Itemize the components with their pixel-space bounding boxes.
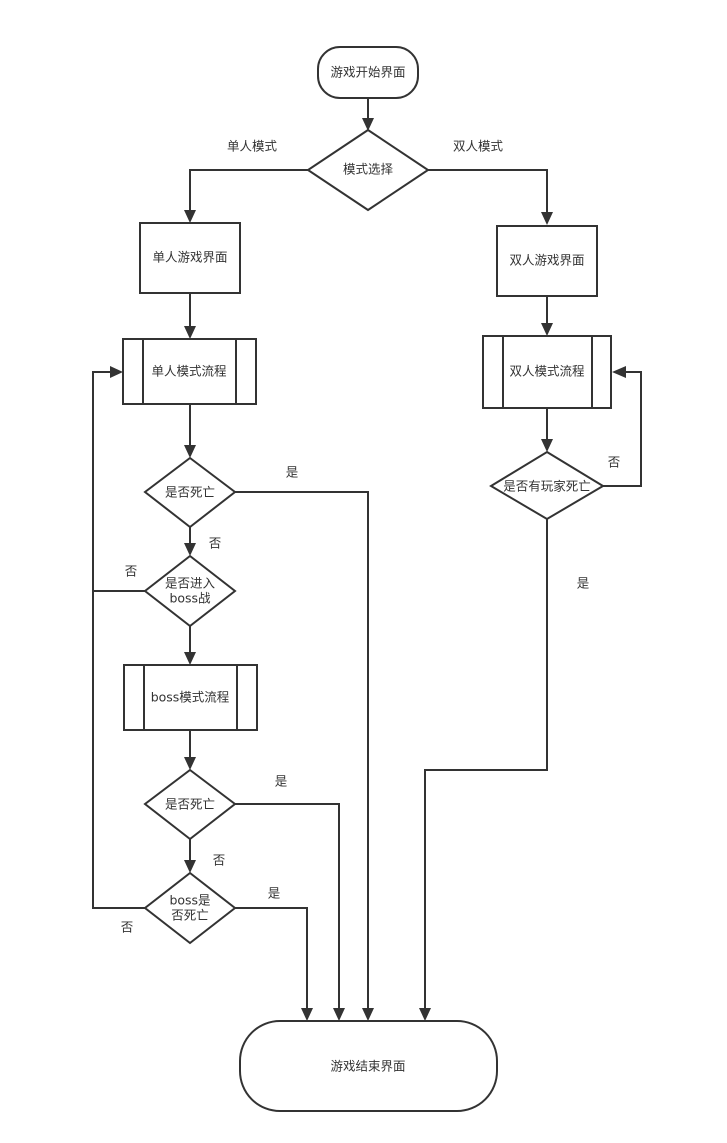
node-dead-check-1[interactable]: 是否死亡 [143,456,237,529]
arrowhead [541,212,553,225]
node-start[interactable]: 游戏开始界面 [317,46,419,99]
edge-labels: 单人模式 双人模式 是 否 否 是 否 是 否 否 是 [121,139,621,935]
node-label-line-1: boss是 [169,893,211,908]
node-label: 游戏开始界面 [330,65,405,80]
node-boss-flow[interactable]: boss模式流程 [123,664,258,731]
process-shape [496,225,598,297]
node-enter-boss[interactable]: 是否进入 boss战 [143,554,237,628]
node-label: boss模式流程 [151,690,230,705]
arrowhead [184,652,196,665]
node-boss-dead-check[interactable]: boss是 否死亡 [143,871,237,945]
predefined-process-shape [122,338,257,405]
arrowhead [419,1008,431,1021]
decision-shape [143,554,237,628]
edge-label-player-dead-yes: 是 [577,576,590,591]
node-label: 双人模式流程 [509,364,585,379]
node-label: 是否有玩家死亡 [503,479,591,494]
arrowhead [362,1008,374,1021]
edge-boss-dead-yes-to-end [235,907,308,1010]
edge-dead1-yes-to-end [235,491,369,1010]
node-dead-check-2[interactable]: 是否死亡 [143,768,237,841]
node-label: 单人模式流程 [151,364,227,379]
edge-label-dead2-yes: 是 [275,774,288,789]
arrowhead [541,439,553,452]
predefined-process-shape [123,664,258,731]
edge-label-double-mode: 双人模式 [453,139,504,154]
arrowhead [110,366,123,378]
arrowhead [184,543,196,556]
terminator-shape [239,1020,498,1112]
edge-enter-boss-no-loop [92,371,145,592]
decision-shape [143,768,237,841]
node-double-screen[interactable]: 双人游戏界面 [496,225,598,297]
edge-dead2-yes-to-end [235,803,340,1010]
edge-label-boss-dead-yes: 是 [268,886,281,901]
arrowhead [184,860,196,873]
node-label: 双人游戏界面 [509,253,584,268]
edge-label-single-mode: 单人模式 [227,139,278,154]
node-player-dead-check[interactable]: 是否有玩家死亡 [489,450,605,521]
edge-label-enter-boss-no: 否 [125,564,138,579]
arrowhead [612,366,626,378]
arrowhead [362,118,374,131]
node-label-line-1: 是否进入 [165,576,216,591]
edge-label-player-dead-no: 否 [608,455,621,470]
decision-shape [306,128,430,212]
node-label: 模式选择 [343,162,394,177]
node-double-flow[interactable]: 双人模式流程 [482,335,612,409]
edges [92,98,642,1021]
node-single-flow[interactable]: 单人模式流程 [122,338,257,405]
node-label: 是否死亡 [165,797,215,812]
edge-label-boss-dead-no: 否 [121,920,134,935]
process-shape [139,222,241,294]
edge-player-dead-yes-to-end [424,519,548,1010]
terminator-shape [317,46,419,99]
decision-shape [489,450,605,521]
edge-player-dead-no-loop [603,371,642,487]
node-label-line-2: boss战 [169,591,211,606]
node-label: 是否死亡 [165,485,215,500]
edge-mode-to-double-screen [428,169,548,214]
arrowhead [333,1008,345,1021]
node-label: 单人游戏界面 [152,250,227,265]
node-label: 游戏结束界面 [330,1059,405,1074]
edge-label-dead2-no: 否 [213,853,226,868]
arrowhead [541,323,553,336]
edge-label-dead1-yes: 是 [286,465,299,480]
node-label-line-2: 否死亡 [171,908,209,923]
decision-shape [143,871,237,945]
arrowhead [301,1008,313,1021]
arrowhead [184,757,196,770]
decision-shape [143,456,237,529]
predefined-process-shape [482,335,612,409]
edge-boss-dead-no-loop [92,591,145,909]
arrowhead [184,210,196,223]
arrowhead [184,445,196,458]
node-mode-select[interactable]: 模式选择 [306,128,430,212]
node-end[interactable]: 游戏结束界面 [239,1020,498,1112]
arrowhead [184,326,196,339]
node-single-screen[interactable]: 单人游戏界面 [139,222,241,294]
edge-label-dead1-no: 否 [209,536,222,551]
edge-mode-to-single-screen [189,169,308,212]
